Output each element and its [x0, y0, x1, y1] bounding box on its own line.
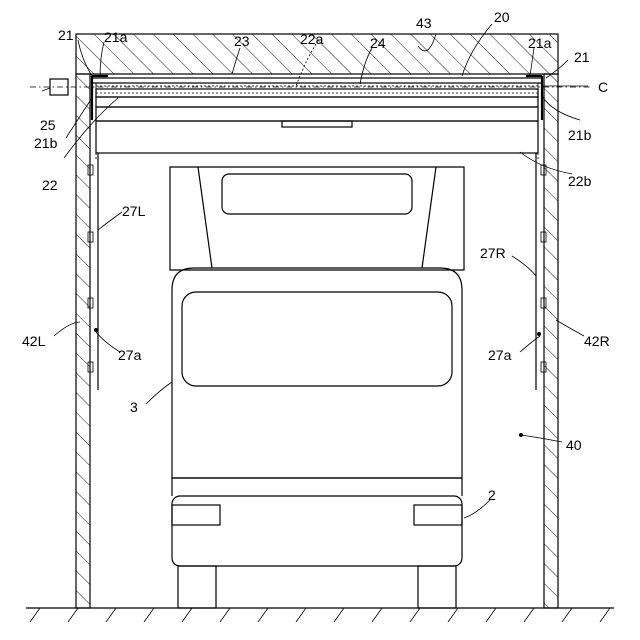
carriage-plate	[96, 107, 538, 121]
label-21a-left: 21a	[104, 29, 128, 45]
label-27R: 27R	[480, 245, 506, 261]
carriage-box	[96, 121, 538, 153]
pivot-27a-left	[94, 328, 98, 332]
vehicle-cab-taper	[198, 167, 436, 268]
label-40: 40	[566, 437, 582, 453]
vehicle-windshield	[182, 292, 452, 386]
label-42R: 42R	[584, 333, 610, 349]
label-24: 24	[370, 35, 386, 51]
carriage-lower	[96, 97, 538, 107]
label-21b-left: 21b	[34, 135, 58, 151]
vehicle-headlight-left	[172, 505, 220, 525]
label-23: 23	[234, 33, 250, 49]
label-C: C	[598, 79, 608, 95]
vehicle-headlight-right	[414, 505, 462, 525]
label-22b: 22b	[568, 173, 592, 189]
vehicle-bumper	[172, 496, 462, 566]
label-22a: 22a	[300, 31, 324, 47]
label-21a-right: 21a	[528, 35, 552, 51]
label-3: 3	[130, 399, 138, 415]
label-21-left: 21	[58, 27, 74, 43]
label-2: 2	[488, 487, 496, 503]
vehicle-tire-left	[178, 566, 216, 608]
ground-hatch	[30, 608, 610, 622]
label-43: 43	[416, 15, 432, 31]
label-27a-left: 27a	[118, 347, 142, 363]
building-structure	[26, 34, 614, 622]
carriage-notch	[282, 121, 352, 127]
left-wall-42L	[76, 74, 90, 608]
label-21-right: 21	[574, 49, 590, 65]
vehicle-roof-window	[222, 174, 412, 214]
frame-top-plate	[92, 78, 542, 83]
label-27L: 27L	[122, 203, 146, 219]
pivot-27a-right	[537, 332, 541, 336]
vehicle-tire-right	[418, 566, 456, 608]
label-20: 20	[494, 9, 510, 25]
vehicle-upper-body	[170, 167, 464, 270]
right-wall-42R	[544, 74, 558, 608]
label-22: 22	[42, 177, 58, 193]
vehicle	[170, 167, 464, 608]
label-25: 25	[40, 117, 56, 133]
label-27a-right: 27a	[488, 347, 512, 363]
label-21b-right: 21b	[568, 127, 592, 143]
label-42L: 42L	[22, 333, 46, 349]
leader-lines	[42, 24, 588, 518]
overhead-gantry-20	[30, 76, 592, 160]
vehicle-body-3	[172, 268, 462, 478]
